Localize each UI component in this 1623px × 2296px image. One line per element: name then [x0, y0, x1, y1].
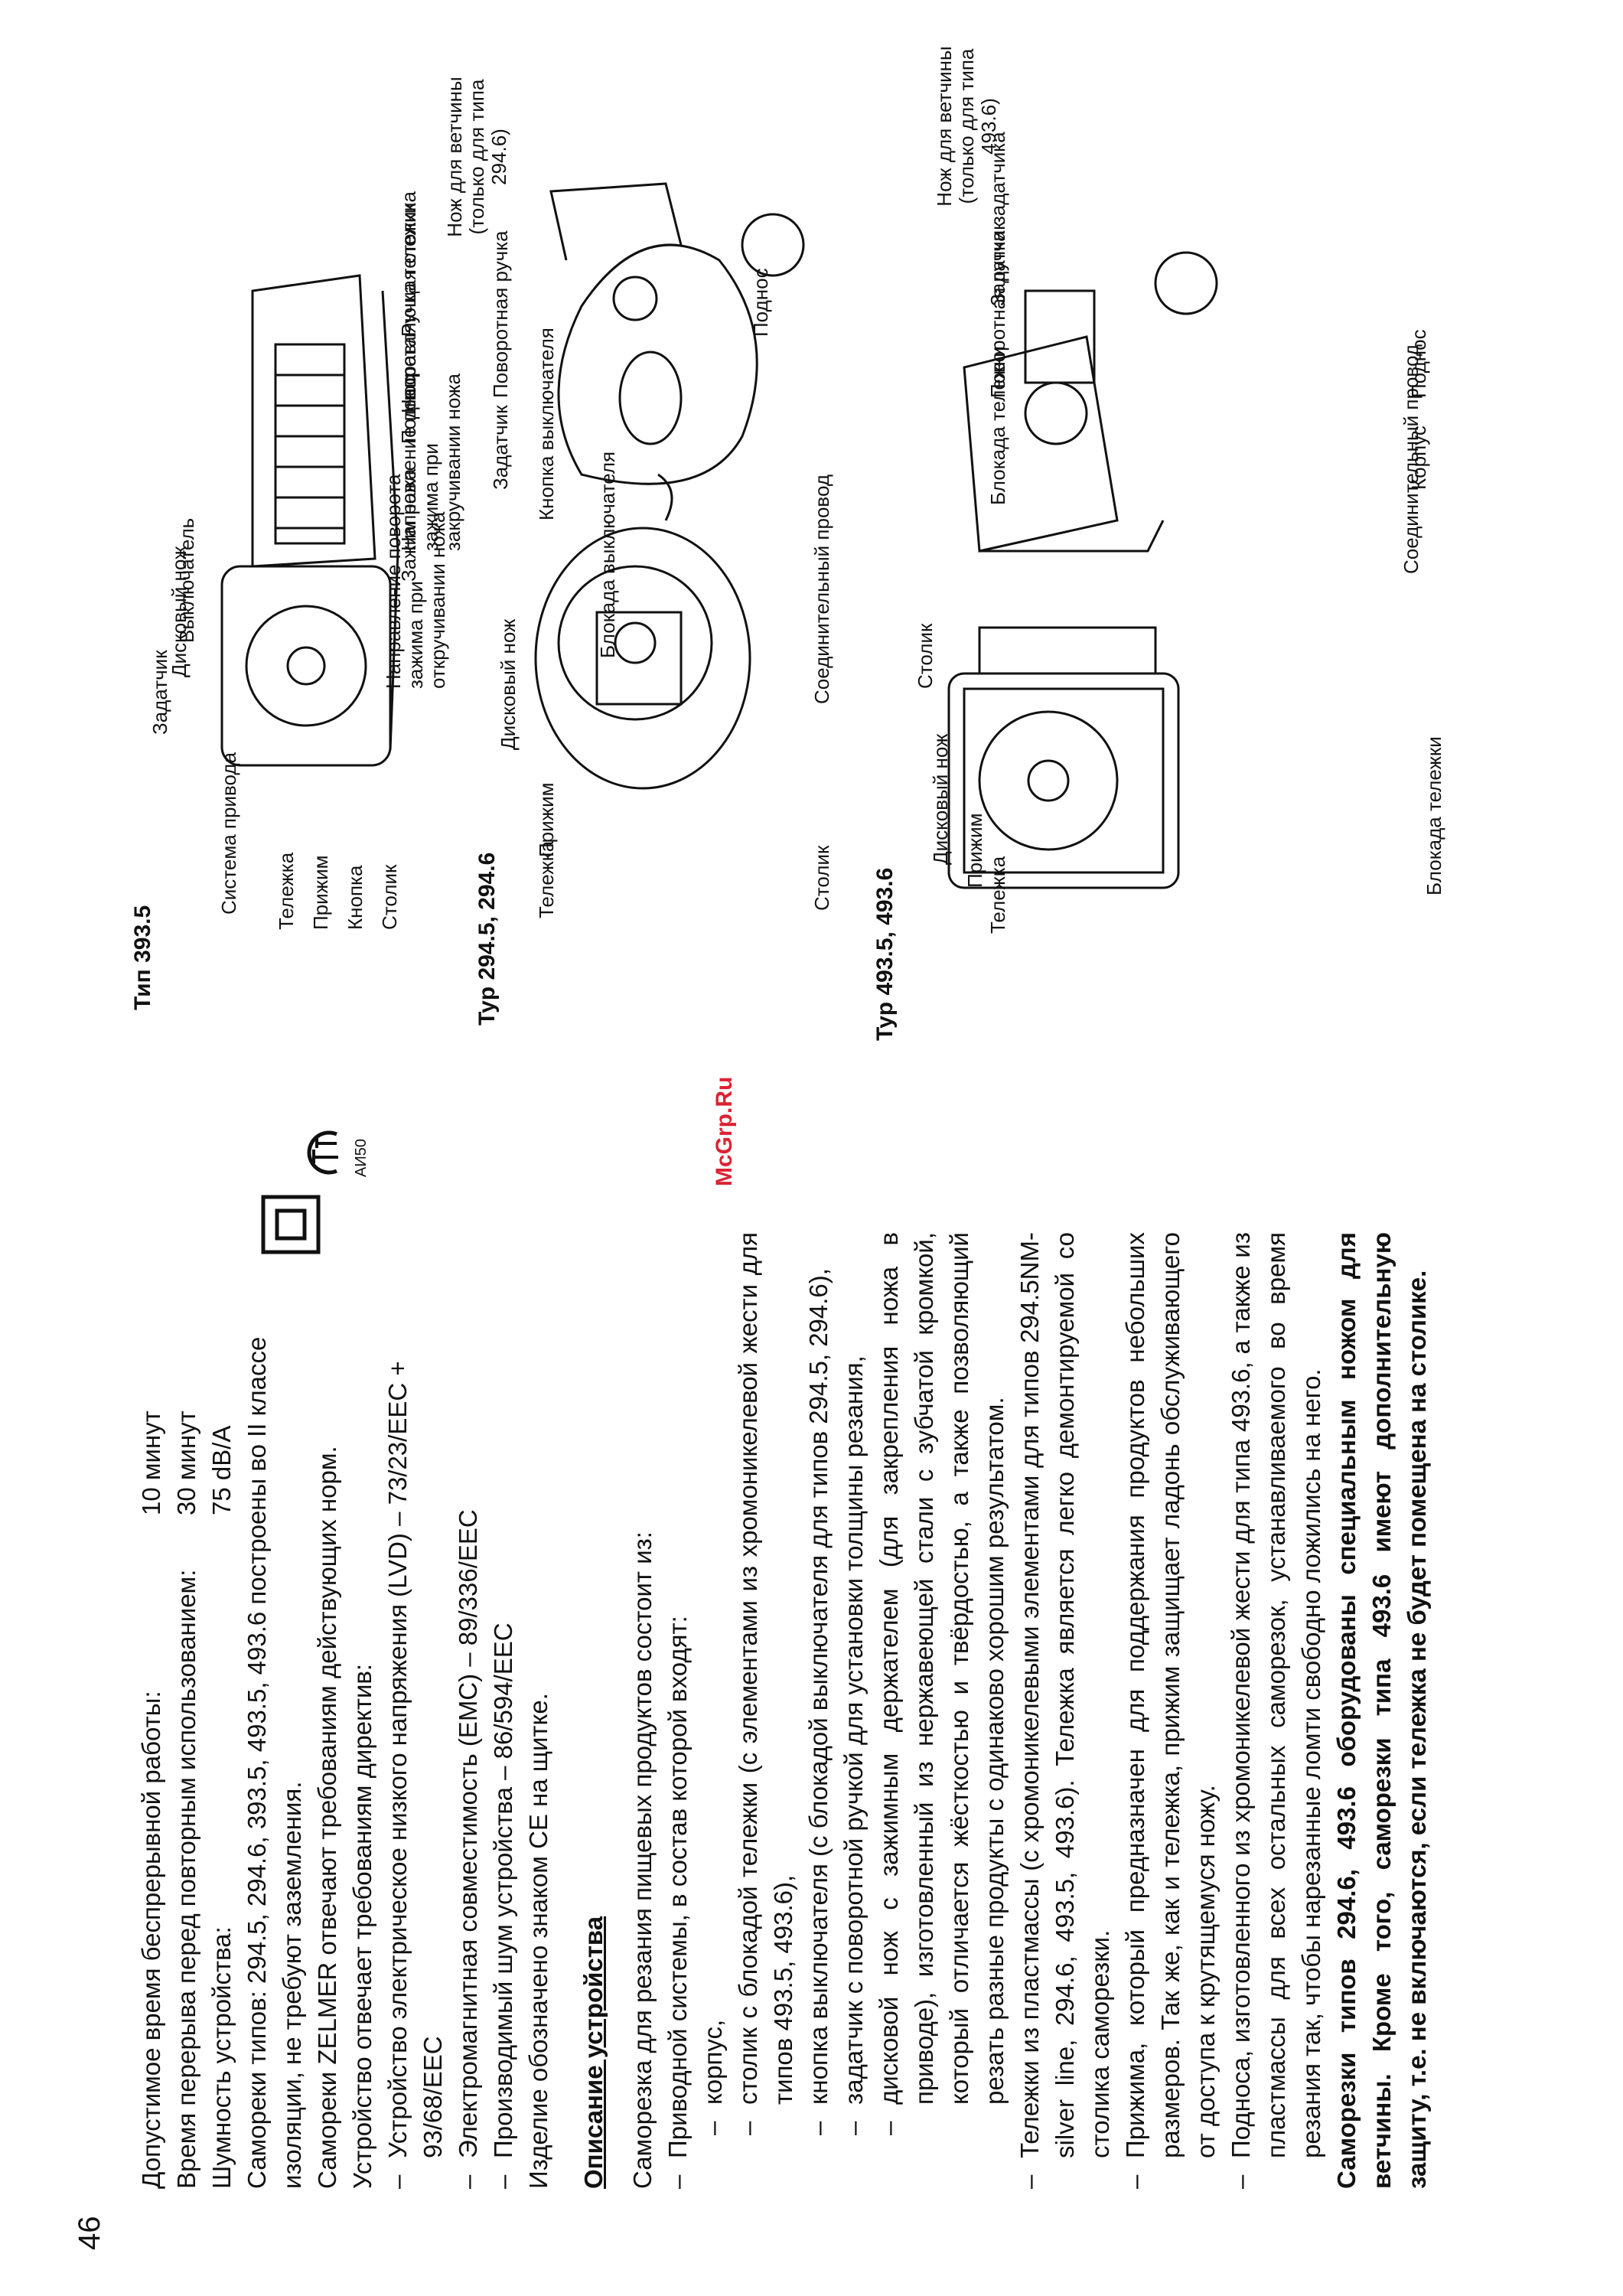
- list-item: –Электромагнитная совместимость (EMC) – …: [454, 1509, 482, 2189]
- label-presser: Прижим: [535, 782, 558, 857]
- label-disk-knife: Дисковый нож: [929, 733, 952, 865]
- lead-text: Саморезка для резания пищевых продуктов …: [628, 1531, 657, 2189]
- label-table: Столик: [378, 864, 401, 930]
- spec-row: Шумность устройства:75 dB/A: [207, 1425, 236, 2189]
- slicer-393-drawing: [220, 274, 399, 767]
- list-item: –Тележки из пластмассы (с хромоникелевым…: [1015, 1232, 1114, 2189]
- label-carriage: Тележка: [275, 852, 298, 930]
- label-setter: Задатчик: [489, 405, 512, 490]
- list-item: –дисковой нож с зажимным держателем (для…: [875, 1232, 1009, 2135]
- pct-certification-icon: [307, 1130, 338, 1175]
- label-carriage-handle: Ручка тележки: [397, 202, 420, 337]
- ce-mark-text: Изделие обозначено знаком CE на щитке.: [524, 1693, 552, 2189]
- label-table: Столик: [914, 623, 937, 689]
- label-setter: Задатчик: [986, 221, 1009, 306]
- label-ham-knife: Нож для ветчины (только для типа 294.6): [443, 77, 510, 237]
- label-tray: Поднос: [749, 268, 772, 337]
- section-heading: Описание устройства: [579, 1916, 608, 2189]
- spec-row: Время перерыва перед повторным использов…: [172, 1411, 200, 2189]
- label-carriage-lock: Блокада тележки: [1423, 736, 1445, 895]
- list-item: –Устройство электрическое низкого напряж…: [383, 1361, 447, 2189]
- spec-row: Допустимое время беспрерывной работы:10 …: [137, 1411, 165, 2189]
- label-table: Столик: [810, 845, 833, 911]
- label-rotary-handle: Поворотная ручка: [489, 230, 512, 398]
- label-body: Корпус: [1407, 426, 1430, 490]
- label-drive-system: Система привода: [217, 752, 240, 915]
- list-item: –Производимый шум устройства – 86/594/EE…: [489, 1623, 517, 2189]
- list-item: –кнопка выключателя (с блокадой выключат…: [804, 1268, 833, 2135]
- list-item: –столик с блокадой тележки (с элементами…: [734, 1232, 797, 2135]
- label-carriage: Тележка: [986, 856, 1009, 934]
- label-presser: Прижим: [309, 855, 332, 930]
- label-switch: Выключатель: [175, 517, 198, 643]
- label-presser: Прижим: [963, 813, 986, 888]
- watermark: McGrp.Ru: [712, 1076, 737, 1186]
- slicer-294-drawing: [534, 182, 805, 790]
- directives-intro: Устройство отвечает требованиям директив…: [348, 1663, 376, 2189]
- bold-note: Саморезки типов 294.6, 493.6 оборудованы…: [1332, 1232, 1431, 2189]
- page-number: 46: [73, 2216, 106, 2251]
- list-item: –задатчик с поворотной ручкой для устано…: [839, 1355, 868, 2135]
- isolation-text: Самореки типов: 294.5, 294.6, 393.5, 493…: [243, 1336, 306, 2189]
- label-switch-button: Кнопка выключателя: [535, 328, 558, 520]
- diagram-title: Typ 493.5, 493.6: [872, 867, 898, 1041]
- list-item: –Приводной системы, в состав которой вхо…: [663, 1616, 692, 2189]
- list-item: –корпус,: [699, 2019, 727, 2135]
- text-column: Допустимое время беспрерывной работы:10 …: [134, 1232, 1435, 2189]
- label-cord: Соединительный провод: [810, 474, 833, 704]
- label-switch-lock: Блокада выключателя: [596, 451, 619, 658]
- slicer-493-drawing: [947, 251, 1218, 889]
- label-ham-knife: Нож для ветчины (только для типа 493.6): [933, 46, 1000, 207]
- square-in-square-mark: [261, 1195, 321, 1254]
- diagram-title: Тип 393.5: [130, 905, 155, 1010]
- label-tray: Поднос: [1407, 329, 1430, 398]
- diagram-title: Typ 294.5, 294.6: [474, 852, 500, 1026]
- label-button: Кнопка: [344, 865, 367, 930]
- label-disk-knife: Дисковый нож: [497, 618, 520, 750]
- certification-code: АИ50: [353, 1139, 370, 1177]
- zelmer-text: Самореки ZELMER отвечают требованиям дей…: [313, 1446, 341, 2189]
- list-item: –Подноса, изготовленного из хромоникелев…: [1227, 1232, 1325, 2189]
- list-item: –Прижима, который предназначен для подде…: [1121, 1232, 1220, 2189]
